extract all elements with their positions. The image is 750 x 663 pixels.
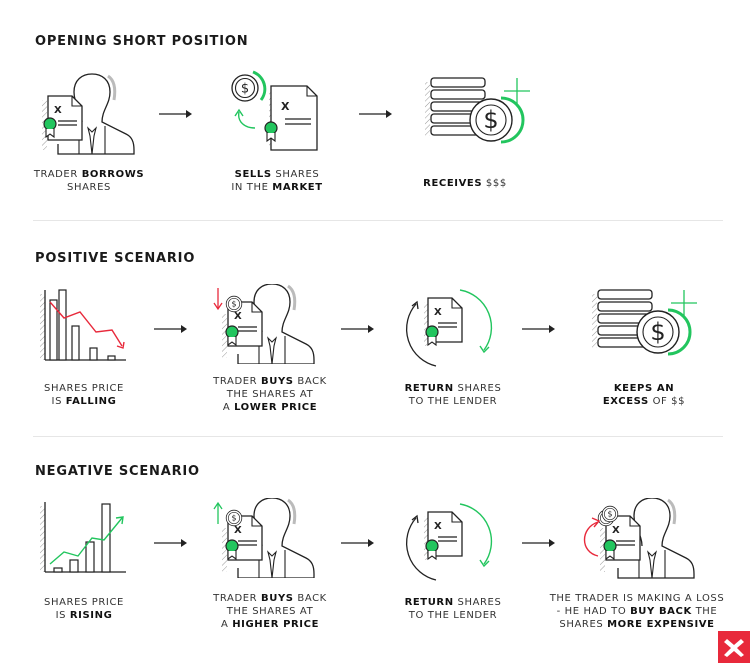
section-divider — [33, 220, 723, 221]
falling-chart-icon — [40, 289, 126, 361]
sell-shares-icon: X — [231, 70, 318, 151]
flow-arrow — [159, 109, 193, 119]
caption-receives: RECEIVES $$$ — [423, 178, 507, 189]
return-document-icon — [406, 289, 493, 367]
section-title-positive: POSITIVE SCENARIO — [35, 251, 196, 266]
trader-buy-low-icon — [213, 284, 316, 364]
flow-arrow — [341, 324, 375, 334]
flow-arrow — [154, 538, 188, 548]
flow-arrow — [359, 109, 393, 119]
section-title-negative: NEGATIVE SCENARIO — [35, 464, 200, 479]
flow-arrow — [522, 538, 556, 548]
section-title-opening: OPENING SHORT POSITION — [35, 34, 249, 49]
trader-document-icon — [42, 72, 136, 156]
flow-arrow — [154, 324, 188, 334]
caption-trader-loss: THE TRADER IS MAKING A LOSS- HE HAD TO B… — [549, 593, 725, 630]
flow-arrow — [341, 538, 375, 548]
svg-text:X: X — [281, 100, 290, 113]
flow-arrow — [522, 324, 556, 334]
return-document-icon — [406, 503, 493, 581]
trader-loss-icon — [583, 498, 696, 580]
section-divider — [33, 436, 723, 437]
trader-buy-high-icon — [213, 498, 316, 578]
coins-stack-plus-icon — [590, 288, 699, 356]
coins-stack-plus-icon — [425, 76, 532, 144]
xtb-logo-icon — [718, 631, 750, 663]
rising-chart-icon — [40, 502, 126, 573]
